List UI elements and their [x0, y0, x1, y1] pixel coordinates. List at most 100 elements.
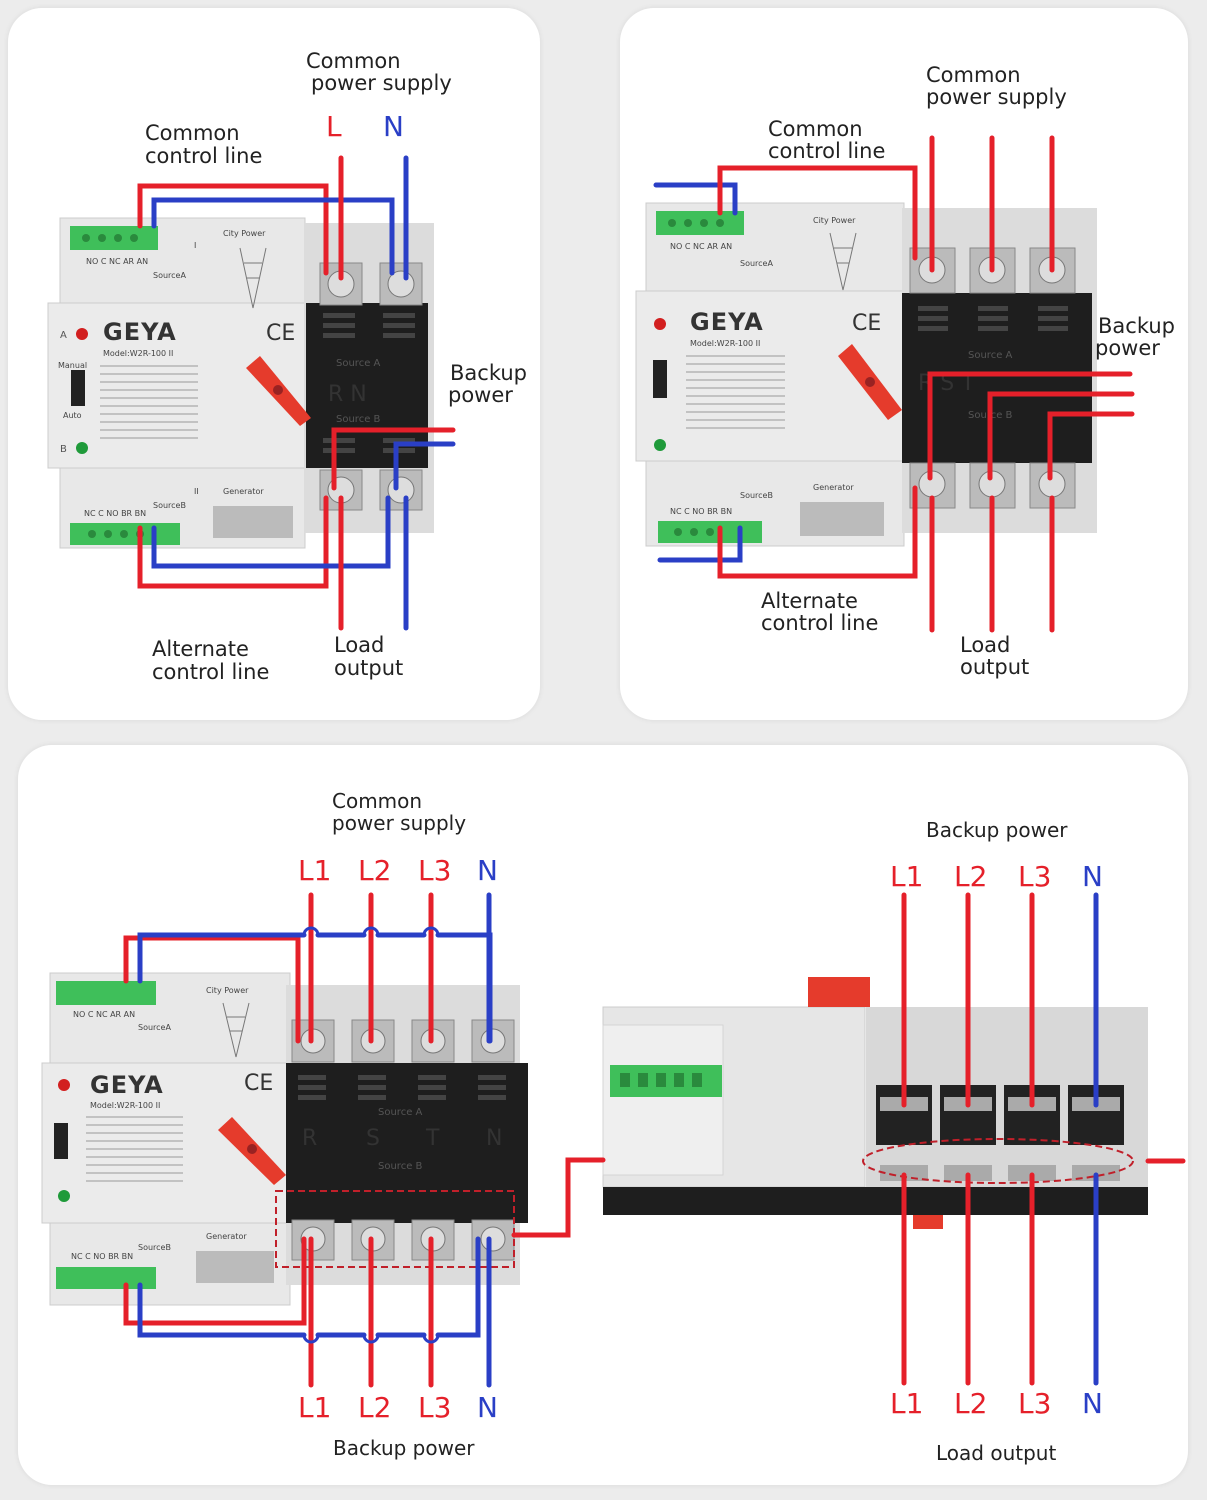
backup-wire-1	[927, 371, 1133, 481]
bottom-phase-L1: L1	[298, 1391, 331, 1424]
top-phase-N: N	[477, 854, 498, 887]
right-top-phase-L3: L3	[1018, 860, 1051, 893]
auto-label: Auto	[63, 411, 82, 420]
manual-auto-switch	[54, 1123, 68, 1159]
top-phase-L2: L2	[358, 854, 391, 887]
control-wire-red-top	[137, 183, 329, 276]
generator-icon	[196, 1251, 274, 1283]
side-device-handle[interactable]	[808, 977, 870, 1007]
source-a-small-label: SourceA	[138, 1023, 171, 1032]
right-top-phase-L1: L1	[890, 860, 923, 893]
top-phase-L1: L1	[298, 854, 331, 887]
brand-logo: GEYA	[103, 318, 177, 346]
indicator-b	[58, 1190, 70, 1202]
manual-auto-switch	[71, 370, 85, 406]
source-b-small-label: SourceB	[153, 501, 186, 510]
pylon-icon	[222, 1002, 250, 1058]
handle-pivot	[273, 385, 283, 395]
generator-icon	[213, 506, 293, 538]
alt-control-wire-blue	[137, 1236, 481, 1338]
label-load-output-2: output	[334, 656, 403, 680]
phase-L-label: L	[326, 110, 342, 143]
city-power-label: City Power	[206, 986, 249, 995]
terminal-letter-R: R	[302, 1126, 317, 1151]
brand-logo: GEYA	[690, 308, 764, 336]
dashed-highlight-box	[275, 1190, 515, 1268]
label-backup-power-1: Backup	[450, 361, 527, 385]
source-b-terminal-label: Source B	[378, 1161, 423, 1172]
connector-bottom-label: NC C NO BR BN	[670, 507, 732, 516]
indicator-a	[58, 1079, 70, 1091]
label-backup-power-2: power	[1095, 336, 1160, 360]
backup-wire-2	[987, 391, 1135, 481]
backup-wire-blue	[393, 441, 456, 491]
three-phase-diagram: Source A R S T Source B NO C NC AR AN NC…	[635, 63, 1175, 679]
label-alternate-control-line-2: control line	[761, 611, 878, 635]
bottom-phase-L3: L3	[418, 1391, 451, 1424]
generator-label: Generator	[223, 487, 264, 496]
mark-b: B	[60, 444, 67, 455]
roman-one-label: I	[194, 241, 196, 250]
label-alternate-control-line-1: Alternate	[152, 637, 249, 661]
spec-text-lines	[100, 365, 198, 439]
label-load-output-1: Load	[960, 633, 1010, 657]
label-backup-power-bottom: Backup power	[333, 1436, 475, 1460]
green-connector-bottom	[56, 1267, 156, 1289]
alt-control-wire-red	[137, 495, 329, 589]
terminal-letter-T: T	[425, 1126, 440, 1151]
connector-top-label: NO C NC AR AN	[670, 242, 732, 251]
generator-icon	[800, 502, 884, 536]
roman-two-label: II	[194, 487, 199, 496]
source-b-small-label: SourceB	[138, 1243, 171, 1252]
source-a-terminal-label: Source A	[968, 350, 1013, 361]
indicator-b	[654, 439, 666, 451]
top-phase-L3: L3	[418, 854, 451, 887]
handle-pivot	[247, 1144, 257, 1154]
pylon-icon	[239, 247, 267, 309]
four-pole-diagram: Source A R S T N Source B NO C NC AR AN …	[41, 789, 1186, 1465]
label-common-power-supply-1: Common	[332, 789, 422, 813]
indicator-a	[76, 328, 88, 340]
connector-top-label: NO C NC AR AN	[73, 1010, 135, 1019]
label-backup-power-1: Backup	[1098, 314, 1175, 338]
side-clip	[913, 1215, 943, 1229]
manual-auto-switch	[653, 360, 667, 398]
ce-mark: CE	[266, 321, 295, 346]
panel-three-phase: Source A R S T Source B NO C NC AR AN NC…	[620, 8, 1188, 720]
phase-N-label: N	[383, 110, 404, 143]
terminal-letters: R N	[328, 382, 367, 407]
ce-mark: CE	[852, 311, 881, 336]
alt-control-wire-blue	[151, 495, 391, 569]
mark-a: A	[60, 330, 67, 341]
spec-text-lines	[86, 1116, 183, 1182]
label-common-power-supply-1: Common	[306, 49, 401, 73]
terminal-block	[902, 293, 1092, 463]
source-b-terminal-label: Source B	[336, 414, 381, 425]
label-common-control-line-1: Common	[768, 117, 863, 141]
label-common-power-supply-2: power supply	[926, 85, 1067, 109]
control-wire-blue-top	[137, 932, 493, 1044]
control-wire-blue-top	[653, 182, 738, 216]
indicator-b	[76, 442, 88, 454]
connector-bottom-label: NC C NO BR BN	[84, 509, 146, 518]
label-common-control-line-1: Common	[145, 121, 240, 145]
bottom-phase-L2: L2	[358, 1391, 391, 1424]
label-common-control-line-2: control line	[768, 139, 885, 163]
label-load-output: Load output	[936, 1441, 1056, 1465]
source-a-terminal-label: Source A	[336, 358, 381, 369]
label-load-output-1: Load	[334, 633, 384, 657]
spec-text-lines	[686, 355, 785, 429]
label-common-power-supply-1: Common	[926, 63, 1021, 87]
label-common-power-supply-2: power supply	[311, 71, 452, 95]
handle-pivot	[865, 377, 875, 387]
control-wire-red-top	[123, 935, 301, 1044]
dashed-highlight-ellipse	[862, 1138, 1134, 1184]
source-a-small-label: SourceA	[153, 271, 186, 280]
backup-wire-red	[331, 427, 456, 491]
right-top-phase-N: N	[1082, 860, 1103, 893]
label-common-power-supply-2: power supply	[332, 811, 466, 835]
connector-top-label: NO C NC AR AN	[86, 257, 148, 266]
label-alternate-control-line-2: control line	[152, 660, 269, 684]
source-a-terminal-label: Source A	[378, 1107, 423, 1118]
right-bottom-phase-L2: L2	[954, 1387, 987, 1420]
